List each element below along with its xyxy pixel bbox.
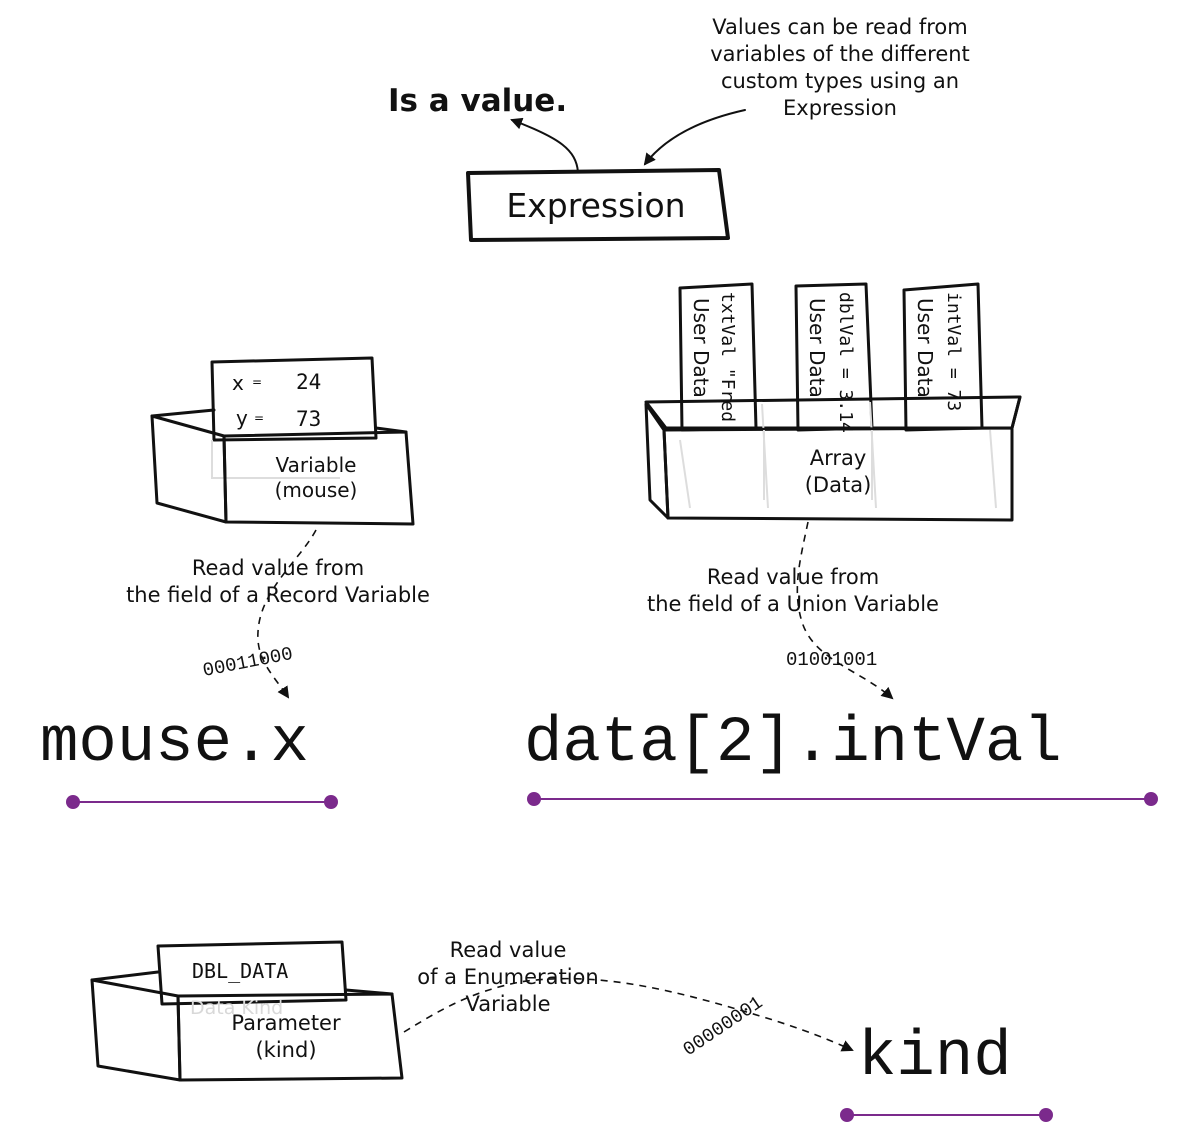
parameter-card	[156, 940, 348, 1006]
arrow-from-description	[643, 109, 746, 166]
parameter-card-value: DBL_DATA	[192, 959, 288, 983]
parameter-arrow-label-2: of a Enumeration	[417, 965, 598, 989]
field-y-value: 73	[296, 407, 321, 431]
parameter-arrow-label-1: Read value	[450, 938, 567, 962]
record-arrow-label-2: the field of a Record Variable	[126, 583, 430, 607]
record-binary: 00011000	[201, 643, 295, 682]
description-line-4: Expression	[783, 96, 897, 120]
data-intval-underline	[527, 792, 1158, 806]
arrow-to-is-a-value	[510, 117, 579, 173]
field-x-value: 24	[296, 370, 321, 394]
kind-underline	[840, 1108, 1053, 1122]
array-card-2: User Data dblVal = 3.14	[794, 282, 874, 433]
mouse-x-underline	[66, 795, 338, 809]
array-card-2-value: dblVal = 3.14	[835, 292, 856, 433]
expression-box: Expression	[466, 168, 730, 242]
parameter-ghost-label: Data Kind	[190, 997, 283, 1019]
array-card-2-type: User Data	[805, 298, 829, 398]
record-card	[210, 356, 378, 442]
array-arrow-label-2: the field of a Union Variable	[647, 592, 939, 616]
record-variable-box: x = 24 y = 73 Variable (mouse)	[150, 356, 415, 526]
record-subtitle: (mouse)	[275, 478, 358, 502]
field-y-eq: =	[254, 411, 264, 425]
parameter-binary: 00000001	[679, 992, 767, 1061]
kind-expression: kind	[858, 1022, 1012, 1094]
data-intval-expression: data[2].intVal	[524, 708, 1062, 780]
array-card-1-value: txtVal "Fred	[717, 292, 738, 422]
mouse-x-expression: mouse.x	[40, 708, 309, 780]
parameter-box: DBL_DATA Data Kind Parameter (kind)	[90, 940, 404, 1082]
array-binary: 01001001	[786, 649, 877, 671]
array-arrow-label-1: Read value from	[707, 565, 879, 589]
array-card-3: User Data intVal = 73	[902, 282, 984, 432]
field-x-name: x	[232, 371, 244, 395]
expression-box-label: Expression	[506, 186, 685, 225]
parameter-title: Parameter	[231, 1011, 341, 1035]
description-line-2: variables of the different	[710, 42, 970, 66]
array-read-arrow	[796, 521, 894, 700]
record-read-arrow	[257, 529, 317, 699]
array-card-3-type: User Data	[913, 298, 937, 398]
array-subtitle: (Data)	[805, 473, 872, 497]
is-a-value-note: Is a value.	[388, 83, 567, 119]
description-line-1: Values can be read from	[712, 15, 967, 39]
parameter-subtitle: (kind)	[255, 1038, 316, 1062]
record-arrow-label-1: Read value from	[192, 556, 364, 580]
array-card-1: User Data txtVal "Fred	[678, 282, 758, 432]
field-x-eq: =	[252, 375, 262, 389]
expression-description-note: Values can be read from variables of the…	[710, 15, 970, 120]
array-card-1-type: User Data	[689, 298, 713, 398]
array-card-3-value: intVal = 73	[943, 292, 964, 411]
array-variable-box: User Data txtVal "Fred User Data dblVal …	[644, 282, 1022, 522]
parameter-arrow-label-3: Variable	[465, 992, 550, 1016]
array-title: Array	[810, 446, 867, 470]
record-title: Variable	[276, 453, 357, 477]
field-y-name: y	[236, 406, 248, 430]
description-line-3: custom types using an	[721, 69, 959, 93]
